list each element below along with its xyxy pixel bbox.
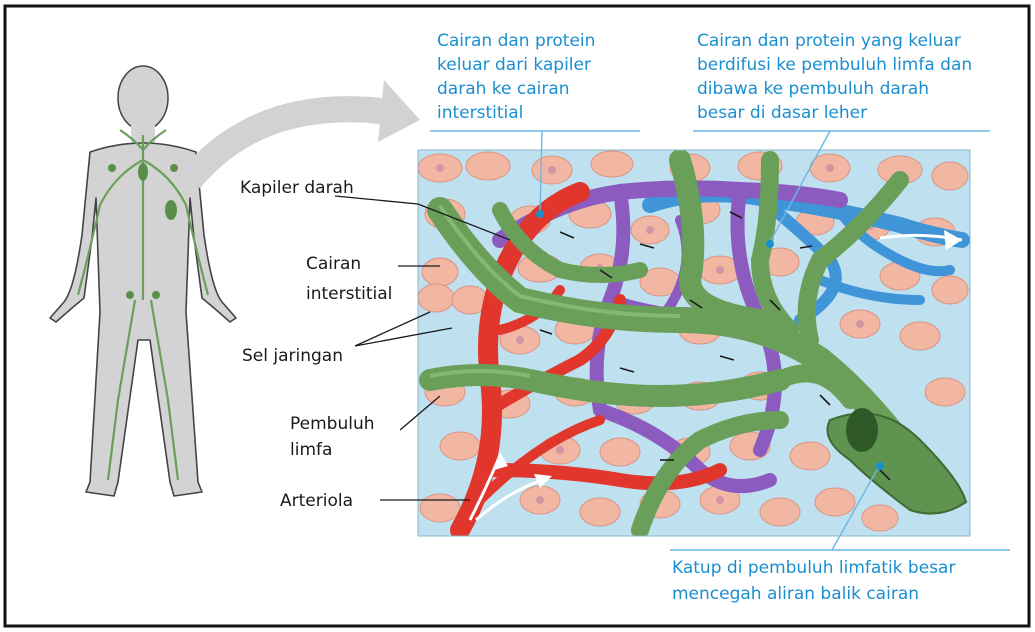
label-arteriola: Arteriola [280, 491, 353, 512]
tissue-panel [418, 150, 970, 536]
callout-top-right-line: dibawa ke pembuluh darah [697, 78, 929, 101]
human-body-figure [50, 66, 236, 496]
zoom-arrow-head [378, 80, 420, 142]
callout-top-right-line: Cairan dan protein yang keluar [697, 30, 961, 53]
callout-bottom-right-line: mencegah aliran balik cairan [672, 583, 919, 606]
label-limfa: limfa [290, 440, 332, 461]
label-pembuluh: Pembuluh [290, 414, 375, 435]
callout-top-left-line: keluar dari kapiler [437, 54, 591, 77]
label-interstitial: interstitial [306, 284, 392, 305]
zoom-arrow [190, 109, 390, 180]
label-sel-jaringan: Sel jaringan [242, 346, 343, 367]
callout-top-left-line: Cairan dan protein [437, 30, 595, 53]
label-cairan: Cairan [306, 254, 361, 275]
callout-bottom-right-line: Katup di pembuluh limfatik besar [672, 557, 955, 580]
label-kapiler-darah: Kapiler darah [240, 178, 354, 199]
callout-top-right-line: berdifusi ke pembuluh limfa dan [697, 54, 972, 77]
callout-top-left-line: darah ke cairan [437, 78, 570, 101]
callout-top-right-line: besar di dasar leher [697, 102, 867, 125]
lymph-valve [846, 408, 878, 452]
callout-top-left-line: interstitial [437, 102, 523, 125]
